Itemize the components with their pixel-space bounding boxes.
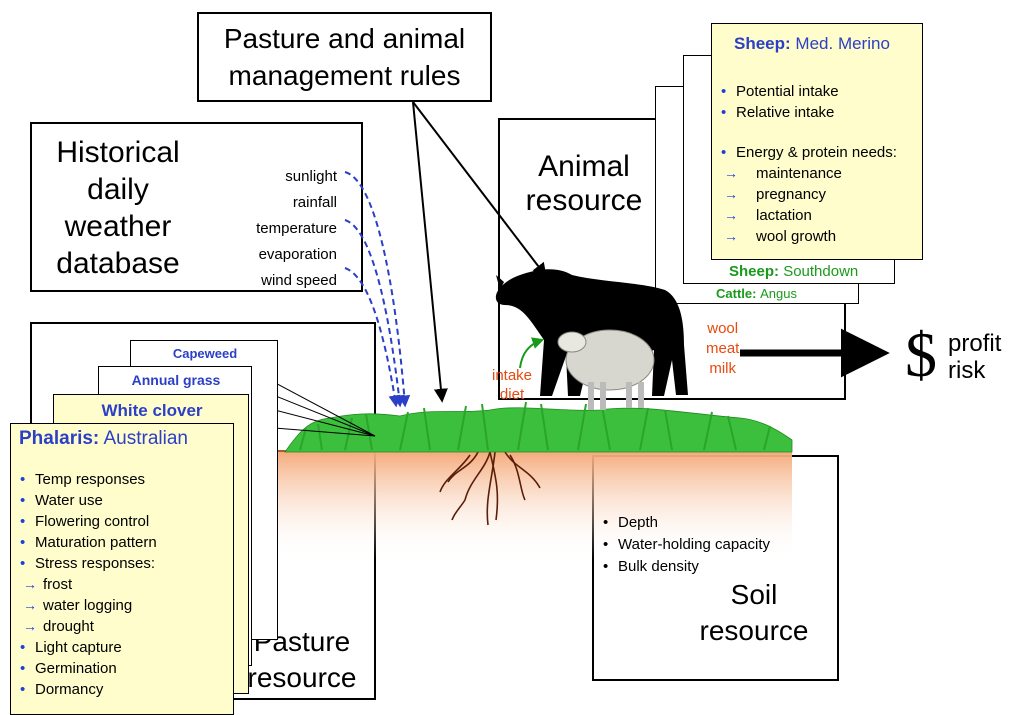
weather-arrows [345, 172, 405, 405]
product-item: meat [706, 339, 739, 359]
outputs-labels: profit risk [948, 330, 1001, 384]
output-risk: risk [948, 357, 1001, 384]
pasture-feature: Flowering control [17, 511, 229, 532]
intake-diet-labels: intake diet [492, 366, 532, 404]
soil-feature: Depth [600, 512, 830, 534]
intake-arrow [520, 340, 542, 368]
arrow-rules-to-pasture [413, 102, 442, 400]
pasture-feature: Maturation pattern [17, 532, 229, 553]
soil-features-list: Depth Water-holding capacity Bulk densit… [600, 512, 830, 578]
pasture-feature: Germination [17, 658, 229, 679]
stress-item: water logging [17, 595, 229, 616]
sheep-figure [558, 330, 654, 410]
currency-symbol: $ [905, 320, 937, 390]
soil-feature: Water-holding capacity [600, 534, 830, 556]
animal-products: wool meat milk [706, 319, 739, 379]
pasture-feature: Water use [17, 490, 229, 511]
pasture-feature: Temp responses [17, 469, 229, 490]
output-profit: profit [948, 330, 1001, 357]
product-item: wool [706, 319, 739, 339]
card-phalaris: Phalaris: Australian Temp responses Wate… [10, 423, 234, 715]
soil-feature: Bulk density [600, 556, 830, 578]
stress-item: drought [17, 616, 229, 637]
product-item: milk [706, 359, 739, 379]
pasture-feature: Light capture [17, 637, 229, 658]
capeweed-label: Capeweed [131, 346, 279, 361]
stress-item: frost [17, 574, 229, 595]
white-clover-label: White clover [54, 401, 250, 421]
pasture-features-list: Temp responses Water use Flowering contr… [17, 469, 229, 700]
arrow-rules-to-animal [413, 102, 545, 275]
pasture-feature: Dormancy [17, 679, 229, 700]
pasture-feature: Stress responses: [17, 553, 229, 574]
annual-grass-label: Annual grass [99, 372, 253, 388]
phalaris-breed: Australian [104, 428, 189, 449]
phalaris-kind: Phalaris: [19, 428, 99, 449]
